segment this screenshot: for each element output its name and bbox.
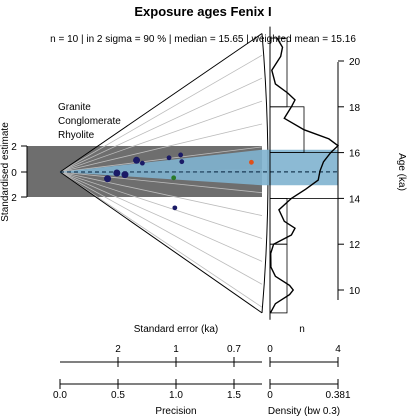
- legend-rhyolite: Rhyolite: [58, 130, 95, 141]
- data-point: [249, 159, 254, 165]
- data-point: [113, 169, 121, 177]
- age-tick-label: 14: [349, 194, 361, 205]
- density-axis-label: Density (bw 0.3): [268, 406, 340, 417]
- data-point: [172, 205, 178, 211]
- radial-line: [59, 171, 263, 194]
- wedge-ray-top: [59, 33, 263, 173]
- radial-line: [59, 171, 263, 216]
- radial-line: [59, 54, 263, 173]
- precision-tick-label: 0.0: [53, 390, 67, 401]
- z-tick-label: 0: [11, 168, 17, 179]
- legend: Granite Conglomerate Rhyolite: [58, 102, 121, 141]
- radial-line: [59, 77, 263, 173]
- legend-conglomerate: Conglomerate: [58, 116, 121, 127]
- z-tick-label: 2: [11, 193, 17, 204]
- bottom-axes: Standard error (ka) n 2 1 0.7 0 4 0.0 0.…: [53, 324, 351, 417]
- age-tick-label: 20: [349, 57, 361, 68]
- radial-line: [59, 123, 263, 173]
- n-tick-label: 4: [335, 344, 341, 355]
- se-axis-label: Standard error (ka): [134, 324, 218, 335]
- age-axis: Age (ka) 10 12 14 16 18 20: [337, 57, 407, 300]
- radial-line: [59, 171, 263, 308]
- density-tick-label: 0: [267, 390, 273, 401]
- data-point: [133, 156, 141, 164]
- data-points: [104, 152, 254, 211]
- data-point: [178, 152, 184, 158]
- data-point: [121, 171, 129, 179]
- z-axis: 2 0 2 Standardised estimate: [0, 122, 28, 222]
- data-point: [139, 160, 145, 166]
- radial-line: [59, 171, 263, 262]
- wedge-ray-bottom: [59, 171, 263, 314]
- age-tick-label: 12: [349, 240, 361, 251]
- data-point: [104, 175, 112, 183]
- data-point: [171, 175, 177, 181]
- se-tick-label: 1: [173, 344, 179, 355]
- precision-axis-label: Precision: [155, 406, 196, 417]
- y-axis-left-label: Standardised estimate: [0, 122, 11, 222]
- density-panel: [269, 26, 340, 320]
- chart-title: Exposure ages Fenix I: [134, 4, 271, 19]
- radial-line: [59, 171, 263, 239]
- y-axis-right-label: Age (ka): [396, 153, 407, 191]
- density-curve: [269, 37, 340, 314]
- precision-tick-label: 1.5: [227, 390, 241, 401]
- density-tick-label: 0.381: [325, 390, 350, 401]
- se-tick-label: 2: [115, 344, 121, 355]
- chart-subtitle: n = 10 | in 2 sigma = 90 % | median = 15…: [50, 34, 356, 45]
- precision-tick-label: 1.0: [169, 390, 183, 401]
- ci-polygon: [60, 149, 338, 186]
- age-tick-label: 18: [349, 103, 361, 114]
- precision-tick-label: 0.5: [111, 390, 125, 401]
- data-point: [179, 159, 185, 165]
- se-tick-label: 0.7: [227, 344, 241, 355]
- n-axis-label: n: [299, 324, 305, 335]
- radial-line: [59, 171, 263, 285]
- confidence-band: [59, 149, 339, 186]
- radial-line: [59, 146, 263, 173]
- data-point: [166, 155, 172, 161]
- age-tick-label: 10: [349, 286, 361, 297]
- z-tick-label: 2: [11, 142, 17, 153]
- n-tick-label: 0: [267, 344, 273, 355]
- age-tick-label: 16: [349, 149, 361, 160]
- radial-line: [59, 100, 263, 173]
- legend-granite: Granite: [58, 102, 91, 113]
